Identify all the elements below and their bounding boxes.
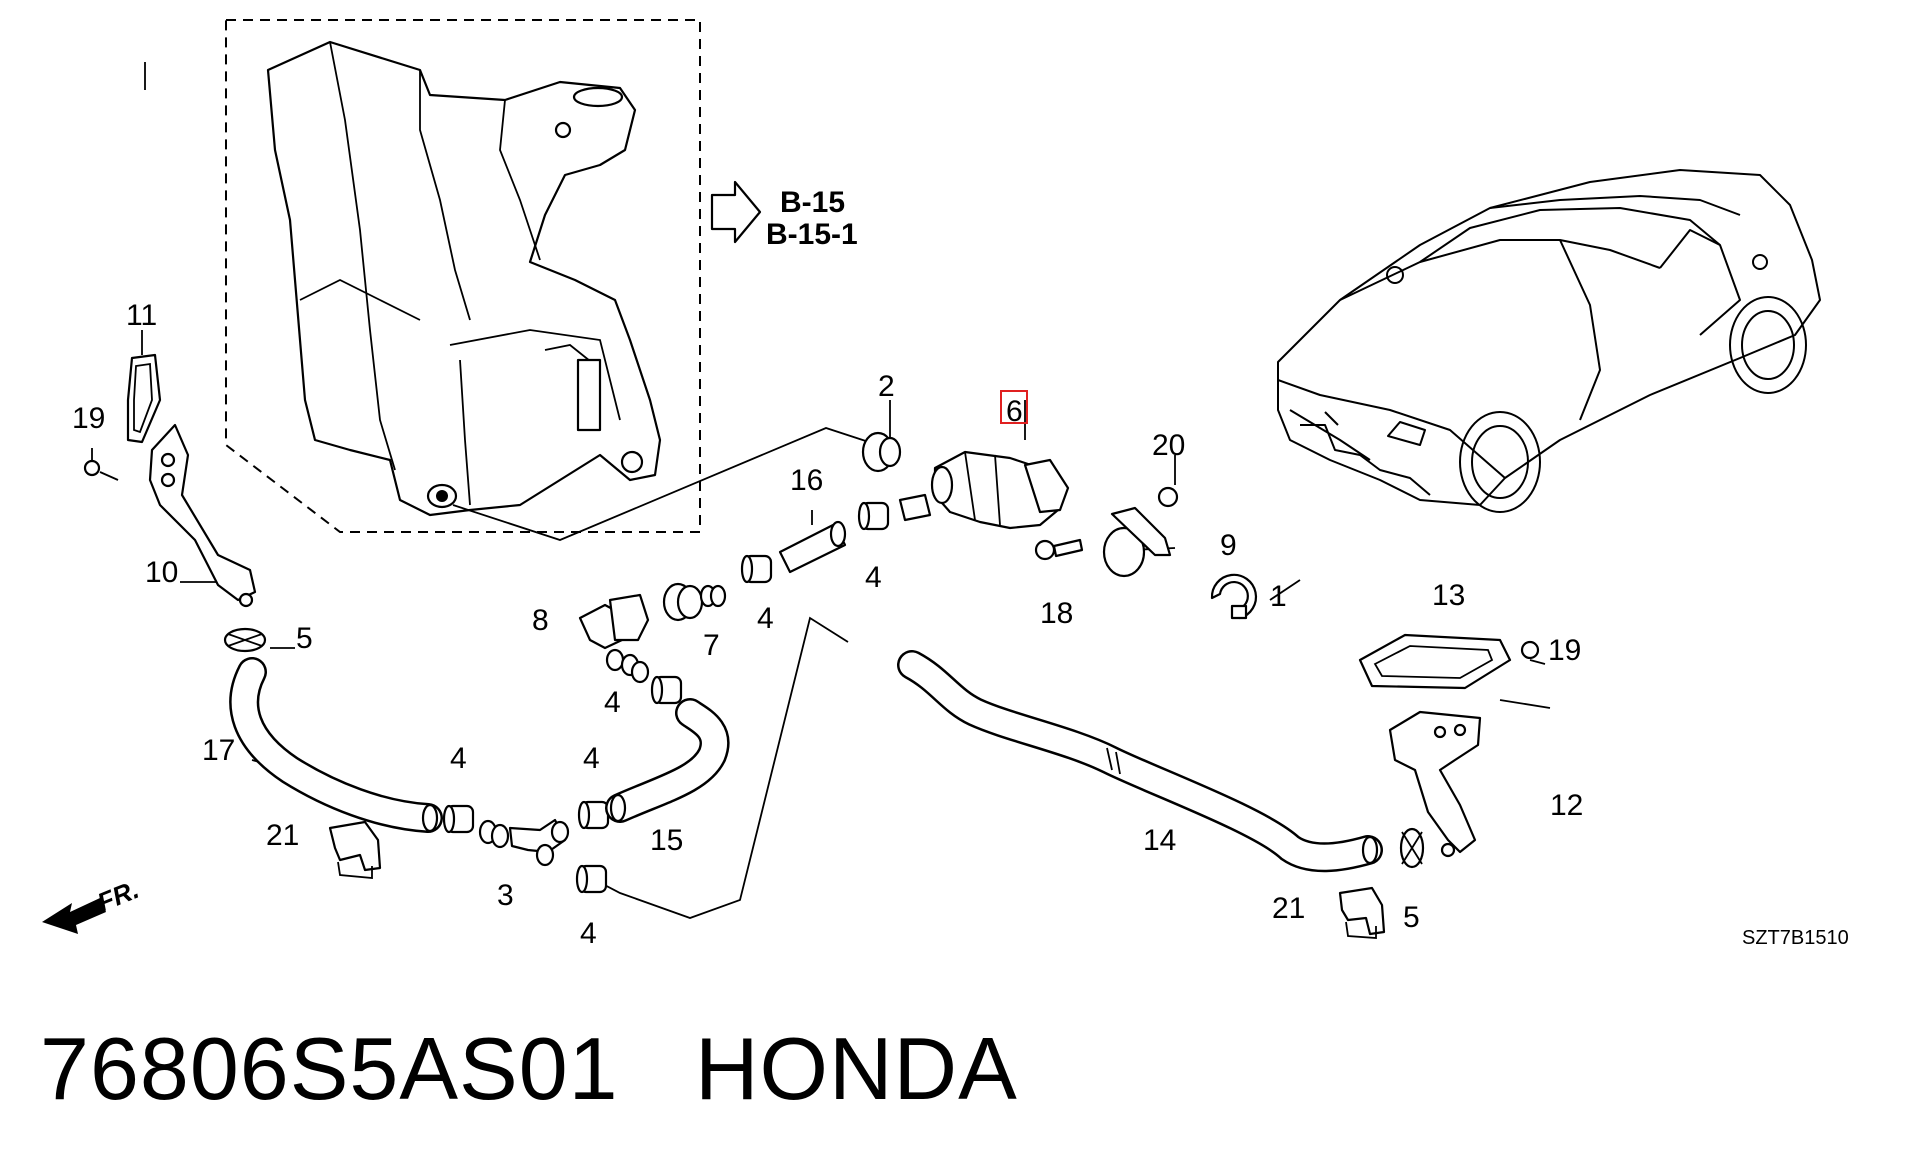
part-21-clip-left bbox=[328, 820, 382, 879]
ref-b15: B-15 bbox=[780, 186, 845, 219]
part-19-screw-right bbox=[1520, 640, 1540, 660]
part-5-clip-right bbox=[1399, 827, 1425, 869]
callout-12: 12 bbox=[1550, 789, 1583, 822]
callout-17: 17 bbox=[202, 734, 235, 767]
part-2-grommet bbox=[861, 431, 902, 473]
brand-name: HONDA bbox=[694, 1019, 1018, 1118]
part-5-clip-left bbox=[223, 627, 267, 653]
parts-diagram: B-15 B-15-1 bbox=[42, 19, 1849, 950]
callout-19-right: 19 bbox=[1548, 634, 1581, 667]
callout-4-b: 4 bbox=[583, 742, 600, 775]
callout-8: 8 bbox=[532, 604, 549, 637]
part-12-nozzle bbox=[1388, 710, 1482, 858]
part-4-sleeves bbox=[442, 501, 890, 894]
callout-5-right: 5 bbox=[1403, 901, 1420, 934]
part-7-grommet bbox=[662, 582, 727, 622]
diagram-code: SZT7B1510 bbox=[1742, 927, 1849, 949]
part-8-connector bbox=[578, 593, 650, 684]
callout-20: 20 bbox=[1152, 429, 1185, 462]
part-20-nut bbox=[1157, 486, 1179, 508]
callout-10: 10 bbox=[145, 556, 178, 589]
callout-4-e: 4 bbox=[757, 602, 774, 635]
callout-4-d: 4 bbox=[604, 686, 621, 719]
part-13-gasket bbox=[1358, 633, 1512, 690]
part-9-bracket bbox=[1102, 506, 1172, 578]
callout-4-a: 4 bbox=[450, 742, 467, 775]
front-arrow-icon bbox=[42, 898, 106, 934]
callout-4-f: 4 bbox=[865, 561, 882, 594]
part-15-hose bbox=[605, 698, 730, 823]
callout-18: 18 bbox=[1040, 597, 1073, 630]
ref-b15-1: B-15-1 bbox=[766, 218, 858, 251]
washer-tank-group bbox=[225, 19, 701, 533]
callout-6: 6 bbox=[1006, 395, 1023, 428]
callout-2: 2 bbox=[878, 370, 895, 403]
part-3-joint bbox=[478, 818, 570, 867]
callout-21-right: 21 bbox=[1272, 892, 1305, 925]
part-17-hose bbox=[229, 657, 443, 833]
footer: 76806S5AS01 HONDA bbox=[40, 1018, 1018, 1120]
callout-1: 1 bbox=[1270, 580, 1287, 613]
callout-19-left: 19 bbox=[72, 402, 105, 435]
part-10-nozzle bbox=[148, 423, 257, 608]
part-18-bolt bbox=[1034, 538, 1084, 561]
callout-3: 3 bbox=[497, 879, 514, 912]
callout-16: 16 bbox=[790, 464, 823, 497]
reference-arrow-icon bbox=[710, 180, 762, 244]
part-21-clip-right bbox=[1338, 886, 1386, 939]
part-6-washer-pump bbox=[898, 450, 1070, 530]
part-16-pipe bbox=[778, 520, 847, 574]
callout-7: 7 bbox=[703, 629, 720, 662]
callout-5-left: 5 bbox=[296, 622, 313, 655]
callout-14: 14 bbox=[1143, 824, 1176, 857]
callout-21-left: 21 bbox=[266, 819, 299, 852]
part-11-gasket bbox=[126, 353, 162, 444]
part-19-screw-left bbox=[83, 459, 101, 477]
callout-9: 9 bbox=[1220, 529, 1237, 562]
highlight-box bbox=[1000, 390, 1028, 424]
callout-11: 11 bbox=[126, 299, 157, 332]
callout-13: 13 bbox=[1432, 579, 1465, 612]
callout-15: 15 bbox=[650, 824, 683, 857]
part-number: 76806S5AS01 bbox=[40, 1019, 619, 1118]
part-14-hose bbox=[897, 650, 1383, 873]
car-illustration bbox=[1277, 169, 1821, 513]
part-1-clip bbox=[1210, 573, 1257, 620]
callout-4-c: 4 bbox=[580, 917, 597, 950]
